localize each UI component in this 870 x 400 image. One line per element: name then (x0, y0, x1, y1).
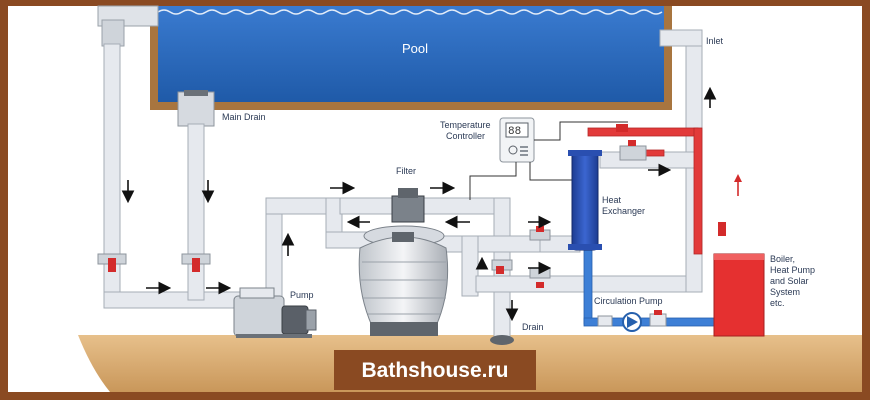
circulation-pump-label: Circulation Pump (594, 296, 663, 306)
drain-label: Drain (522, 322, 544, 332)
heat-exchanger-label-1: Heat (602, 195, 622, 205)
boiler-label-1: Boiler, (770, 254, 795, 264)
skimmer (97, 5, 159, 47)
main-drain-label: Main Drain (222, 112, 266, 122)
pump-label: Pump (290, 290, 314, 300)
filter-label: Filter (396, 166, 416, 176)
temperature-controller: 88 (499, 117, 535, 163)
main-drain (177, 90, 215, 127)
watermark-text: Bathshouse.ru (361, 359, 508, 382)
watermark-banner: Bathshouse.ru (334, 350, 536, 390)
drain (490, 335, 514, 345)
heat-exchanger-label-2: Exchanger (602, 206, 645, 216)
inlet-label: Inlet (706, 36, 724, 46)
boiler-label-4: System (770, 287, 800, 297)
boiler-label-2: Heat Pump (770, 265, 815, 275)
pool: Pool (150, 6, 672, 110)
controller-display: 88 (508, 126, 521, 138)
pool-label: Pool (402, 41, 428, 56)
filter (358, 188, 449, 336)
hot-flow-arrow (734, 174, 742, 196)
valves (97, 124, 726, 327)
temperature-controller-label-1: Temperature (440, 120, 491, 130)
pump (233, 287, 317, 338)
boiler-label-3: and Solar (770, 276, 809, 286)
circulation-pump (622, 312, 642, 332)
temperature-controller-label-2: Controller (446, 131, 485, 141)
boiler (713, 253, 765, 337)
flow-arrows (121, 86, 717, 322)
boiler-label-5: etc. (770, 298, 785, 308)
control-wires (469, 121, 628, 200)
heat-exchanger (568, 150, 602, 251)
